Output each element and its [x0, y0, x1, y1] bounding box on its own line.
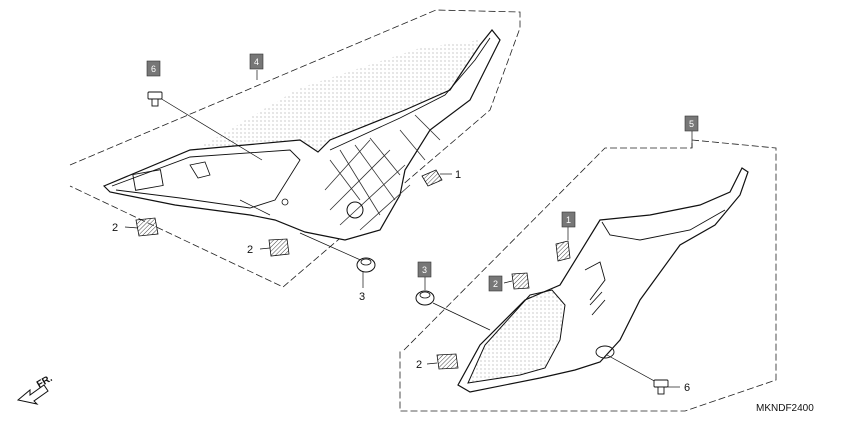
callout-1: 1: [455, 169, 461, 181]
boxed-label-3: 3: [417, 261, 432, 278]
front-direction-label: FR.: [35, 373, 55, 391]
callout-2-left: 2: [112, 222, 118, 234]
pad-1-right: [555, 240, 571, 262]
pad-2-a: [135, 217, 159, 237]
bolt-6-bottom: [653, 379, 669, 395]
callout-3: 3: [359, 291, 365, 303]
pad-2-b: [268, 238, 290, 257]
callout-2-mid: 2: [247, 244, 253, 256]
callout-6: 6: [684, 382, 690, 394]
boxed-label-4: 4: [249, 53, 264, 70]
left-cover-ribs: [324, 114, 441, 231]
svg-text:4: 4: [254, 57, 259, 67]
right-cover-window: [467, 289, 566, 384]
grommet-3-left: [356, 257, 376, 273]
boxed-label-2: 2: [488, 275, 503, 292]
svg-text:6: 6: [151, 64, 156, 74]
svg-text:5: 5: [689, 119, 694, 129]
boxed-label-1: 1: [561, 211, 576, 228]
bolt-6-top: [147, 91, 163, 107]
assembly-frame-right: [399, 139, 777, 412]
front-direction-arrow: [16, 384, 49, 405]
pad-2-c: [511, 272, 530, 290]
svg-text:3: 3: [422, 265, 427, 275]
left-cover-shading: [195, 40, 480, 170]
boxed-label-5: 5: [684, 115, 699, 132]
left-side-cover: [102, 29, 501, 241]
svg-text:2: 2: [493, 279, 498, 289]
pad-2-d: [436, 353, 459, 370]
pad-1-left: [421, 169, 443, 187]
diagram-code: MKNDF2400: [756, 403, 814, 414]
callout-2-right: 2: [416, 359, 422, 371]
svg-text:1: 1: [566, 215, 571, 225]
grommet-3-right: [415, 290, 435, 306]
boxed-label-6: 6: [146, 60, 161, 77]
